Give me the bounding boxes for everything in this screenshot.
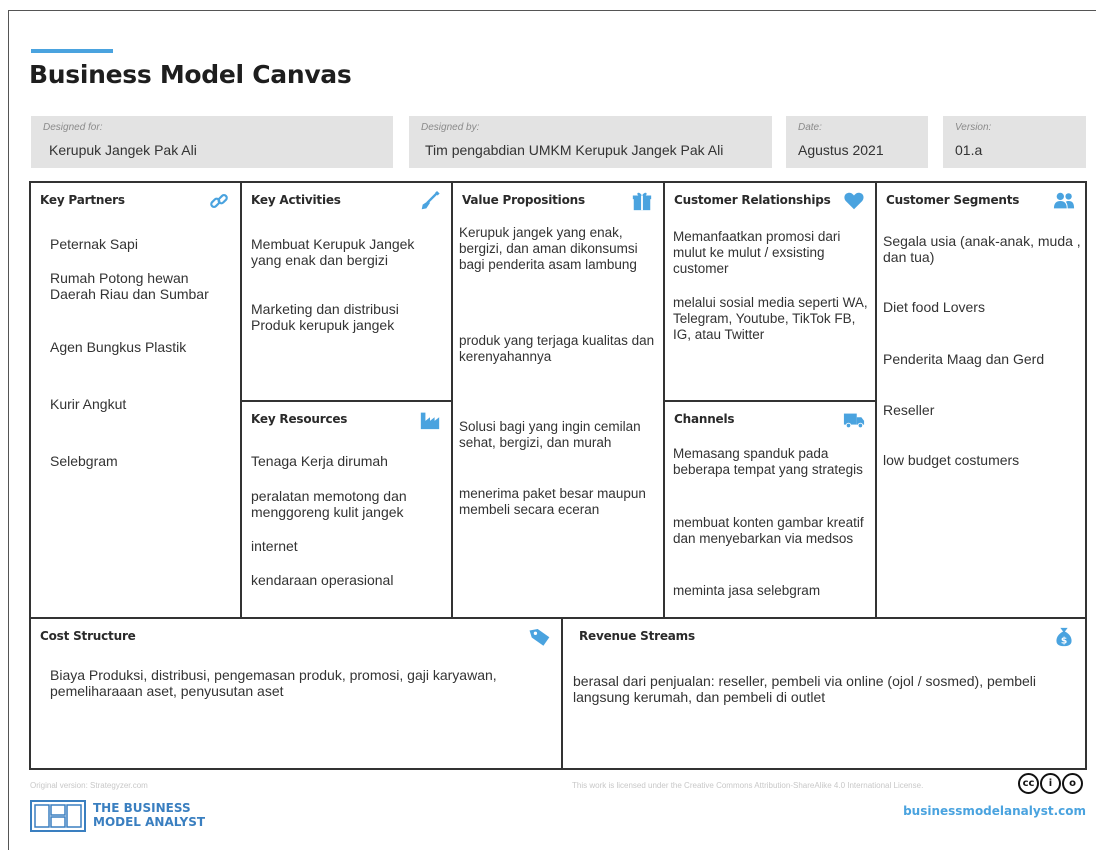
key-activity-item: Membuat Kerupuk Jangek yang enak dan ber… [251,236,415,268]
cc-icon: cc [1018,773,1039,794]
key-partners-title: Key Partners [40,193,125,207]
value-proposition-item: Solusi bagi yang ingin cemilan sehat, be… [459,419,641,450]
channels-block: Channels Memasang spanduk pada beberapa … [663,400,877,619]
cost-structure-title: Cost Structure [40,629,136,643]
truck-icon [843,409,865,431]
customer-relationships-title: Customer Relationships [674,193,831,207]
customer-segment-item: low budget costumers [883,452,1020,468]
customer-relationship-item: melalui sosial media seperti WA, Telegra… [673,295,868,342]
customer-segments-title: Customer Segments [886,193,1020,207]
svg-text:$: $ [1061,635,1067,646]
revenue-streams-block: Revenue Streams $ berasal dari penjualan… [561,617,1087,770]
designed-by-box: Designed by: Tim pengabdian UMKM Kerupuk… [409,116,772,168]
factory-icon [419,409,441,431]
customer-relationships-block: Customer Relationships Memanfaatkan prom… [663,181,877,402]
key-partner-item: Rumah Potong hewan Daerah Riau dan Sumba… [50,270,209,302]
date-value: Agustus 2021 [798,142,884,158]
version-value: 01.a [955,142,983,158]
page-frame [8,10,1096,850]
link-icon [208,190,230,212]
shovel-icon [419,190,441,212]
value-proposition-item: produk yang terjaga kualitas dan kerenya… [459,333,655,364]
attribution-icon: i [1040,773,1061,794]
key-resource-item: peralatan memotong dan menggoreng kulit … [251,488,407,520]
title-accent-line [31,49,113,53]
customer-segment-item: Reseller [883,402,935,418]
key-partner-item: Selebgram [50,453,118,469]
key-partners-block: Key Partners Peternak Sapi Rumah Potong … [29,181,242,619]
customer-relationship-item: Memanfaatkan promosi dari mulut ke mulut… [673,229,841,276]
channels-title: Channels [674,412,735,426]
key-resource-item: Tenaga Kerja dirumah [251,453,388,469]
version-box: Version: 01.a [943,116,1086,168]
key-resources-title: Key Resources [251,412,348,426]
channel-item: membuat konten gambar kreatif dan menyeb… [673,515,864,546]
tag-icon [529,626,551,648]
cost-structure-block: Cost Structure Biaya Produksi, distribus… [29,617,563,770]
key-partner-item: Agen Bungkus Plastik [50,339,187,355]
revenue-streams-title: Revenue Streams [579,629,695,643]
key-activity-item: Marketing dan distribusi Produk kerupuk … [251,301,399,333]
license-note: This work is licensed under the Creative… [572,781,924,790]
key-resource-item: kendaraan operasional [251,572,394,588]
channel-item: Memasang spanduk pada beberapa tempat ya… [673,446,863,477]
key-partner-item: Peternak Sapi [50,236,138,252]
key-resource-item: internet [251,538,298,554]
brand-name: THE BUSINESS MODEL ANALYST [93,801,205,829]
designed-for-label: Designed for: [43,122,103,133]
value-propositions-title: Value Propositions [462,193,585,207]
brand-line-1: THE BUSINESS [93,801,191,815]
gift-icon [631,190,653,212]
revenue-streams-text: berasal dari penjualan: reseller, pembel… [573,673,1037,705]
key-activities-block: Key Activities Membuat Kerupuk Jangek ya… [240,181,453,402]
creative-commons-icons: cc i o [1018,773,1083,794]
customer-segment-item: Penderita Maag dan Gerd [883,351,1045,367]
date-label: Date: [798,122,822,133]
heart-icon [843,190,865,212]
brand-line-2: MODEL ANALYST [93,815,206,829]
key-resources-block: Key Resources Tenaga Kerja dirumah peral… [240,400,453,619]
designed-for-box: Designed for: Kerupuk Jangek Pak Ali [31,116,393,168]
value-proposition-item: Kerupuk jangek yang enak, bergizi, dan a… [459,225,638,272]
version-label: Version: [955,122,992,133]
page-title: Business Model Canvas [29,60,352,89]
designed-by-label: Designed by: [421,122,480,133]
website-link[interactable]: businessmodelanalyst.com [903,804,1086,818]
channel-item: meminta jasa selebgram [673,583,821,598]
key-activities-title: Key Activities [251,193,341,207]
customer-segment-item: Diet food Lovers [883,299,985,315]
designed-for-value: Kerupuk Jangek Pak Ali [49,142,197,158]
designed-by-value: Tim pengabdian UMKM Kerupuk Jangek Pak A… [425,142,724,158]
sharealike-icon: o [1062,773,1083,794]
original-version-note: Original version: Strategyzer.com [30,781,148,790]
key-partner-item: Kurir Angkut [50,396,127,412]
money-bag-icon: $ [1053,626,1075,648]
cost-structure-text: Biaya Produksi, distribusi, pengemasan p… [50,667,497,699]
value-propositions-block: Value Propositions Kerupuk jangek yang e… [451,181,665,619]
date-box: Date: Agustus 2021 [786,116,928,168]
business-model-analyst-logo-icon [30,800,86,832]
users-icon [1053,190,1075,212]
value-proposition-item: menerima paket besar maupun membeli seca… [459,486,646,517]
customer-segments-block: Customer Segments Segala usia (anak-anak… [875,181,1087,619]
customer-segment-item: Segala usia (anak-anak, muda , dan tua) [883,233,1081,265]
